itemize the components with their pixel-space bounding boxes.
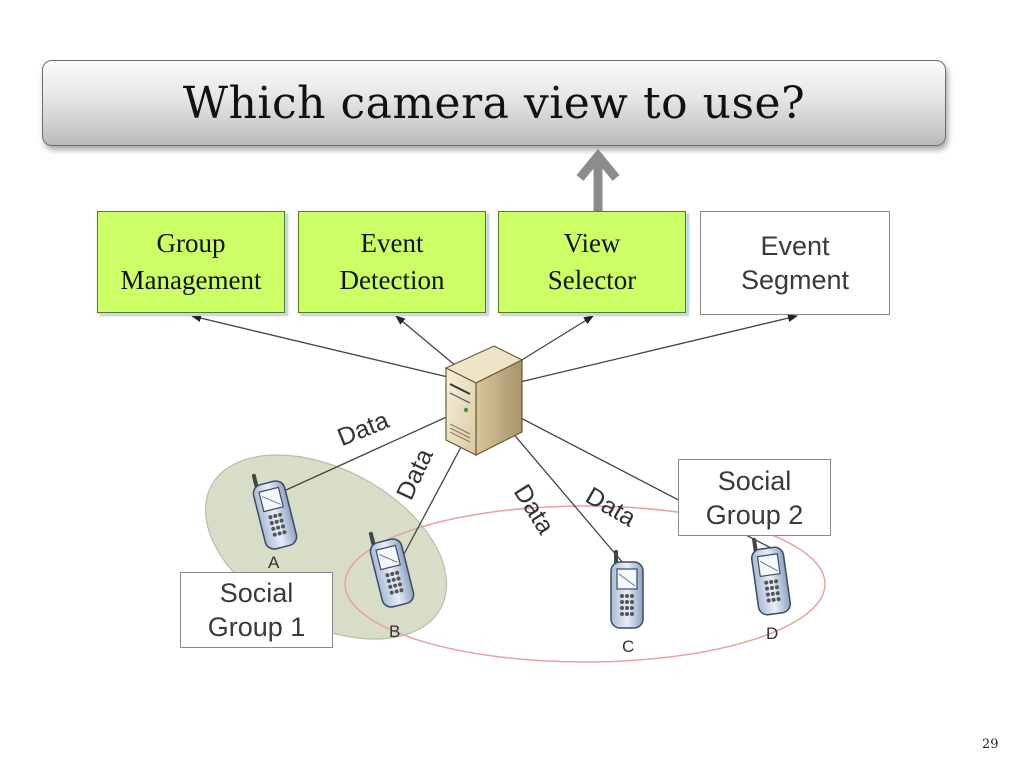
social-group-2-region (344, 505, 826, 663)
module-event-detection: Event Detection (298, 211, 486, 313)
social-group-label-line2: Group 2 (705, 499, 804, 530)
slide-title: Which camera view to use? (182, 77, 806, 129)
module-label-line1: Event (760, 231, 830, 261)
social-group-label-line2: Group 1 (207, 612, 306, 642)
slide-title-bar: Which camera view to use? (42, 60, 946, 146)
module-label-line2: Segment (740, 265, 850, 295)
up-arrow (576, 148, 620, 211)
module-label-line2: Selector (547, 265, 637, 295)
social-group-label-line1: Social (219, 578, 294, 608)
module-label-line1: View (563, 228, 621, 258)
module-label-line2: Management (120, 265, 262, 295)
device-label-b: B (389, 622, 401, 641)
social-group-1-label: Social Group 1 (180, 572, 333, 648)
social-group-label-line1: Social (717, 465, 792, 496)
mobile-phone-icon-d (748, 533, 793, 617)
module-label-line1: Event (360, 228, 424, 258)
mobile-phone-icon-c (610, 549, 644, 629)
module-label-line1: Group (156, 228, 226, 258)
module-group-management: Group Management (97, 211, 285, 313)
device-label-c: C (622, 637, 635, 656)
module-event-segment: Event Segment (700, 211, 890, 315)
page-number: 29 (982, 737, 999, 752)
social-group-2-label: Social Group 2 (678, 459, 831, 536)
server-icon (444, 345, 524, 456)
module-view-selector: View Selector (498, 211, 686, 313)
device-label-a: A (268, 553, 280, 572)
module-label-line2: Detection (339, 265, 445, 295)
device-label-d: D (766, 624, 779, 643)
server-to-module-arrows (191, 314, 798, 383)
